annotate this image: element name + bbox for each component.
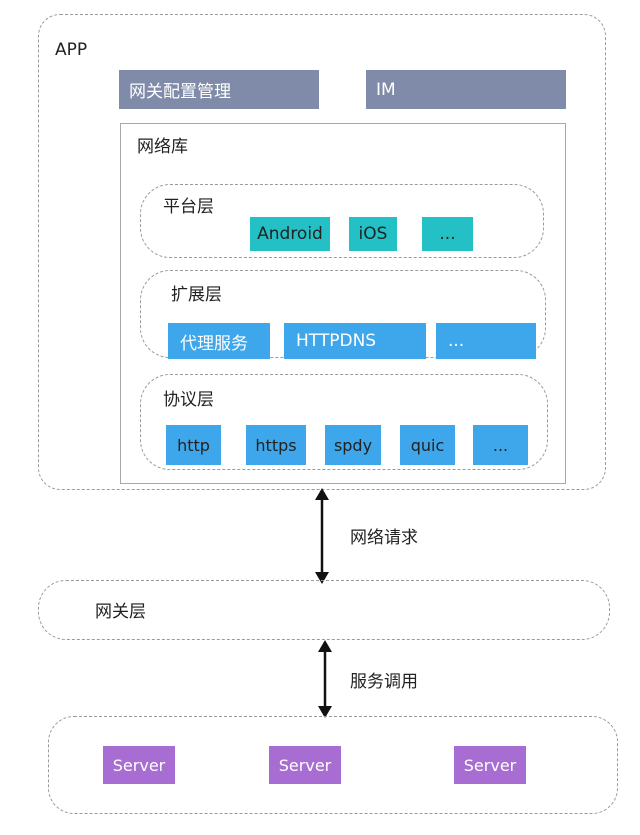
extension-item-proxy: 代理服务 — [168, 323, 270, 359]
gateway-config-block: 网关配置管理 — [119, 70, 319, 109]
extension-item-httpdns: HTTPDNS — [284, 323, 426, 359]
platform-item-ios: iOS — [349, 217, 397, 251]
platform-layer-label: 平台层 — [163, 197, 214, 217]
server-block-2: Server — [269, 746, 341, 784]
service-call-label: 服务调用 — [350, 672, 418, 692]
extension-layer-label: 扩展层 — [171, 285, 222, 305]
protocol-layer — [140, 374, 548, 470]
protocol-item-spdy: spdy — [325, 425, 381, 465]
app-label: APP — [55, 40, 88, 60]
protocol-item-quic: quic — [400, 425, 455, 465]
gateway-layer — [38, 580, 610, 640]
extension-item-more: ... — [436, 323, 536, 359]
network-request-label: 网络请求 — [350, 528, 418, 548]
server-block-3: Server — [454, 746, 526, 784]
network-request-arrow — [315, 488, 329, 584]
platform-layer — [140, 184, 544, 258]
netlib-box — [120, 123, 566, 484]
im-block: IM — [366, 70, 566, 109]
protocol-item-http: http — [166, 425, 221, 465]
platform-item-android: Android — [250, 217, 330, 251]
protocol-item-https: https — [246, 425, 306, 465]
protocol-item-more: ... — [473, 425, 528, 465]
platform-item-more: ... — [422, 217, 473, 251]
server-block-1: Server — [103, 746, 175, 784]
server-container — [48, 716, 618, 814]
netlib-label: 网络库 — [137, 137, 188, 157]
protocol-layer-label: 协议层 — [163, 390, 214, 410]
service-call-arrow — [318, 640, 332, 718]
gateway-layer-label: 网关层 — [95, 602, 146, 622]
